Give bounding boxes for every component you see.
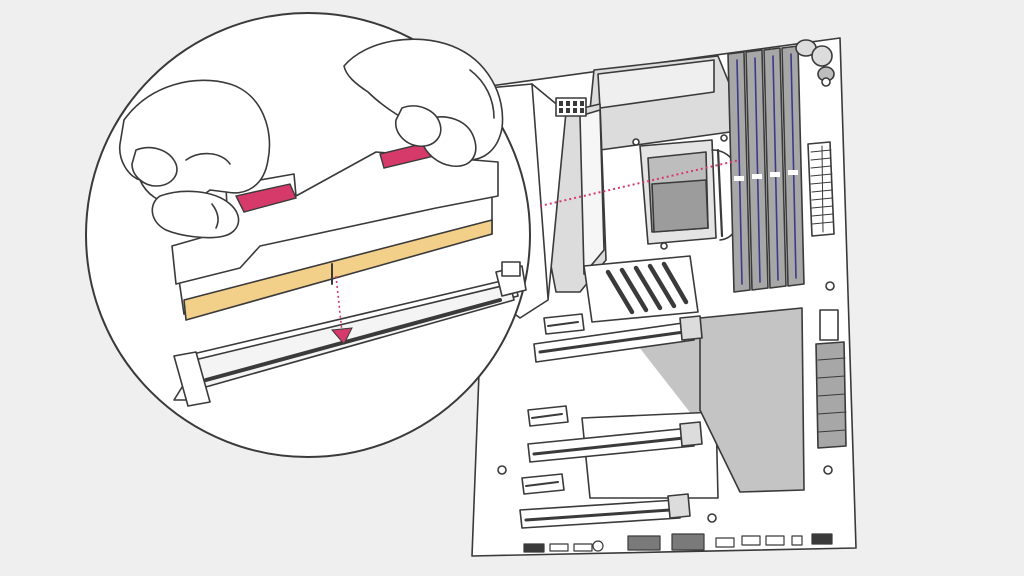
ram-gold-contacts <box>183 219 493 321</box>
insertion-arrow-head <box>330 327 353 345</box>
bottom-headers <box>523 533 833 553</box>
usb3-header-1 <box>627 535 661 551</box>
mount-hole-3 <box>823 465 833 475</box>
fan-header-1 <box>715 537 735 548</box>
capacitor-2 <box>811 45 833 67</box>
pcie-x16-slot-1-latch <box>679 315 703 341</box>
memory-slot-groove <box>204 298 502 382</box>
usb3-header-2 <box>671 533 705 551</box>
fan-header-4 <box>791 535 803 546</box>
fan-header-2 <box>741 535 761 546</box>
right-hand-finger <box>394 105 442 148</box>
pcie-x16-slot-3-latch <box>667 493 691 519</box>
mount-hole-4 <box>497 465 507 475</box>
memory-slot-left-latch <box>173 351 211 407</box>
io-shroud-edge <box>531 83 549 299</box>
pcie-x16-slot-2-latch <box>679 421 703 447</box>
front-panel-header-3 <box>573 543 593 552</box>
pcie-slots <box>519 313 703 529</box>
front-panel-header-2 <box>549 543 569 552</box>
grip-pad-left <box>234 183 297 213</box>
left-hand-finger-1 <box>131 146 178 187</box>
front-panel-header-1 <box>523 543 545 553</box>
cpu-socket-lever <box>716 148 724 238</box>
socket-mount-hole-3 <box>660 242 668 250</box>
dimm-slots <box>727 45 805 293</box>
cpu-socket-load-plate <box>651 179 709 233</box>
cpu-power-pins <box>559 101 584 113</box>
left-hand <box>118 79 271 239</box>
vrm-heatsink-top-face <box>597 59 715 109</box>
mount-hole-1 <box>821 77 831 87</box>
atx-power-pins <box>810 145 834 233</box>
vrm-heatsink-left-face <box>579 109 605 275</box>
mount-hole-2 <box>825 281 835 291</box>
cmos-battery <box>592 540 604 552</box>
fan-header-5 <box>811 533 833 545</box>
mount-hole-5 <box>707 513 717 523</box>
chipset-heatsink <box>699 307 805 493</box>
memory-slot-right-clip <box>501 261 521 277</box>
callout-leader-line <box>539 159 741 207</box>
insertion-arrow-line <box>335 275 343 333</box>
socket-mount-hole-2 <box>720 134 728 142</box>
cpu-power-connector <box>555 97 587 117</box>
usb-header-right <box>819 309 839 341</box>
right-hand <box>343 38 504 167</box>
fan-header-3 <box>765 535 785 546</box>
m2-heatsink-fins <box>605 261 689 315</box>
atx-power-connector <box>807 141 835 237</box>
socket-mount-hole-1 <box>632 138 640 146</box>
motherboard <box>471 37 857 557</box>
zoom-callout <box>85 12 531 458</box>
